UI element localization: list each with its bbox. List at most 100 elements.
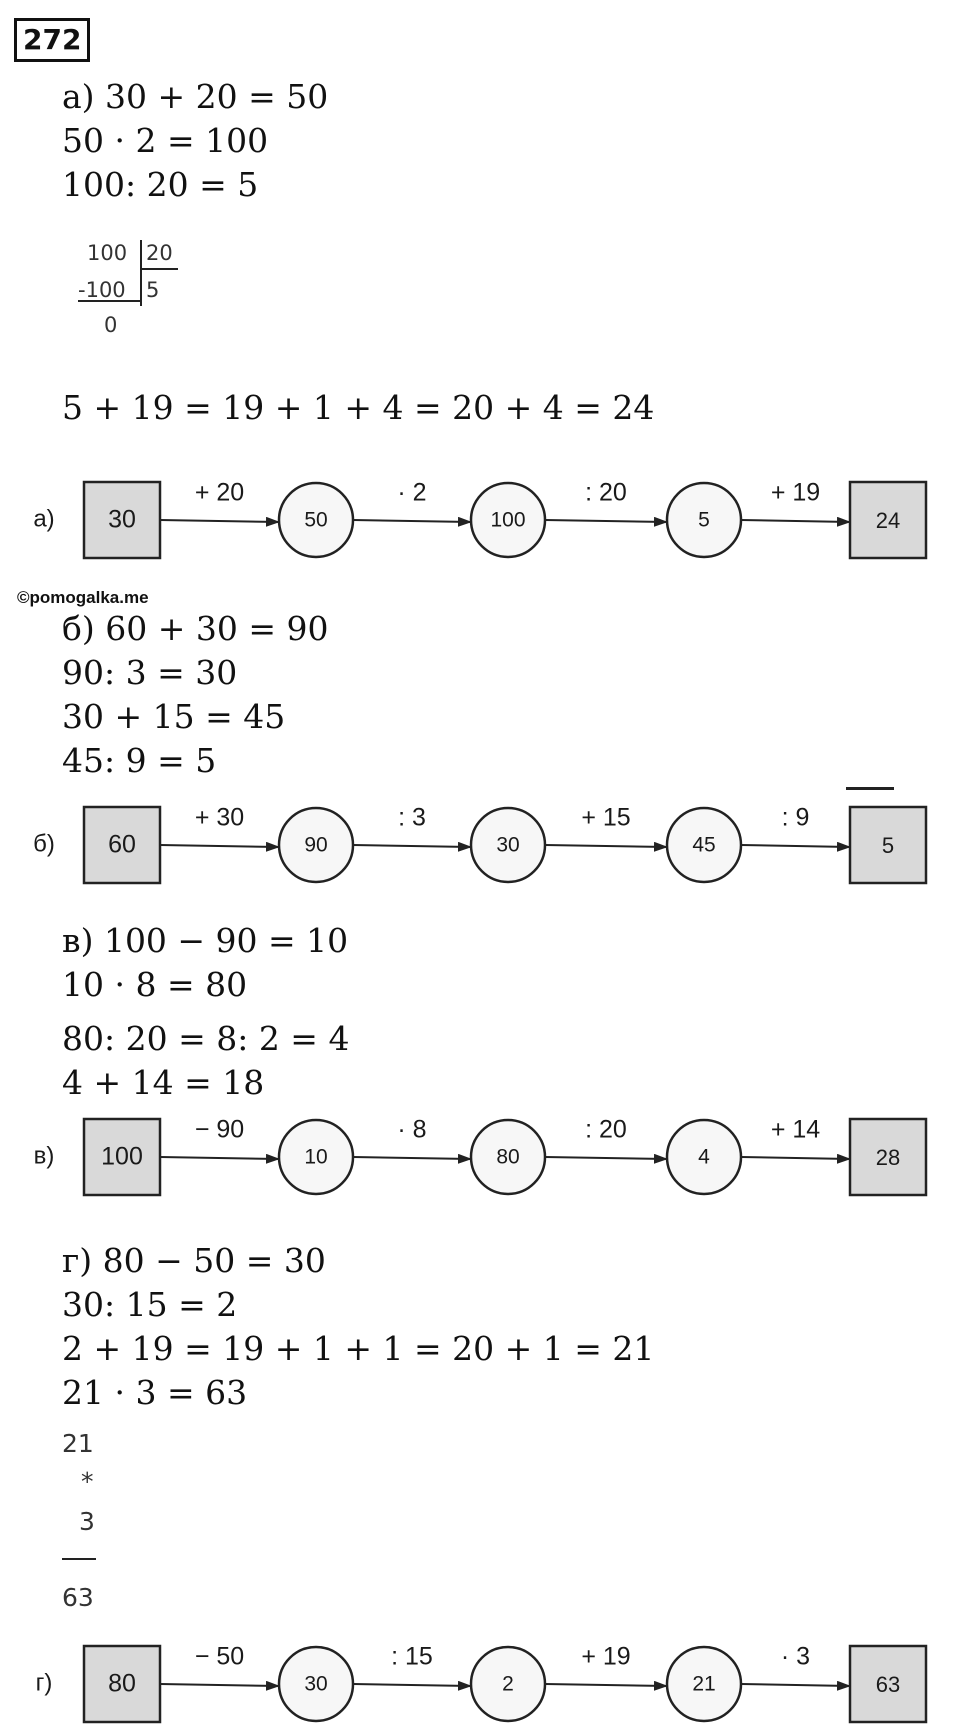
mult-bottom: 3 [79,1507,95,1536]
scan-artifact-line [846,787,894,790]
quotient: 5 [146,278,160,302]
start-box [82,1117,162,1197]
circle-node [665,481,743,559]
circle-value: 100 [490,509,525,532]
operation-label: : 15 [391,1643,433,1671]
operation-label: − 90 [195,1116,244,1144]
arrow [352,841,472,852]
circle-node [277,806,355,884]
circle-node [277,1118,355,1196]
start-value: 30 [108,506,136,534]
operation-label: · 3 [781,1643,810,1671]
operation-label: + 20 [195,479,244,507]
operation-label: + 14 [771,1116,820,1144]
end-box [848,1644,928,1724]
equation-line: 90: 3 = 30 [62,653,238,692]
mult-result: 63 [62,1583,94,1612]
circle-value: 4 [698,1146,710,1169]
arrow [544,841,668,852]
circle-value: 30 [496,834,519,857]
circle-node [665,1645,743,1723]
chain-svg: г) − 50 : 15 + 19 · 3 80 30 2 21 63 [36,1643,928,1724]
mult-top: 21 [62,1429,94,1458]
start-value: 80 [108,1670,136,1698]
equation-line: 100: 20 = 5 [62,165,259,204]
operation-label: : 20 [585,1116,627,1144]
arrow [740,1680,851,1691]
operation-label: − 50 [195,1643,244,1671]
end-box [848,480,928,560]
operation-label: : 20 [585,479,627,507]
division-vertical-line [140,240,142,306]
circle-node [469,1118,547,1196]
chain-diagram-g: г) − 50 : 15 + 19 · 3 80 30 2 21 63 [0,1632,960,1732]
arrow [159,1153,280,1164]
end-value: 63 [876,1672,900,1697]
arrow [740,516,851,527]
division-divisor-line [140,268,178,270]
end-box [848,805,928,885]
arrow [159,1680,280,1691]
operation-label: + 19 [581,1643,630,1671]
equation-line: 21 · 3 = 63 [62,1373,248,1412]
subtrahend: -100 [78,278,126,302]
chain-label: в) [34,1142,55,1169]
chain-label: б) [33,830,55,857]
equation-line: 10 · 8 = 80 [62,965,248,1004]
circle-value: 21 [692,1673,715,1696]
circle-node [277,481,355,559]
circle-node [665,1118,743,1196]
circle-value: 10 [304,1146,327,1169]
operation-label: · 2 [397,479,426,507]
end-value: 24 [876,508,900,533]
chain-label: г) [36,1669,53,1696]
circle-node [665,806,743,884]
circle-node [469,481,547,559]
chain-label: а) [33,505,54,532]
arrow [159,841,280,852]
circle-value: 2 [502,1673,514,1696]
operation-label: : 3 [398,804,426,832]
arrow [740,841,851,852]
dividend: 100 [87,241,128,265]
equation-line: 45: 9 = 5 [62,741,217,780]
arrow [159,516,280,527]
equation-line: 5 + 19 = 19 + 1 + 4 = 20 + 4 = 24 [62,388,655,427]
remainder: 0 [104,313,118,337]
mult-sign: * [81,1467,94,1496]
division-subtrahend-line [78,300,140,302]
equation-line: 30 + 15 = 45 [62,697,286,736]
equation-line: 50 · 2 = 100 [62,121,269,160]
end-value: 5 [882,833,894,858]
equation-line: г) 80 − 50 = 30 [62,1241,326,1280]
start-value: 100 [101,1143,143,1171]
arrow [544,516,668,527]
divisor: 20 [146,241,173,265]
arrow [740,1153,851,1164]
operation-label: · 8 [397,1116,426,1144]
operation-label: + 19 [771,479,820,507]
watermark: ©pomogalka.me [17,588,149,607]
circle-value: 30 [304,1673,327,1696]
arrow [544,1680,668,1691]
circle-value: 45 [692,834,715,857]
equation-line: 4 + 14 = 18 [62,1063,265,1102]
arrow [352,516,472,527]
start-box [82,805,162,885]
operation-label: + 15 [581,804,630,832]
start-box [82,480,162,560]
operation-label: + 30 [195,804,244,832]
arrow [352,1153,472,1164]
mult-line [62,1558,96,1560]
equation-line: а) 30 + 20 = 50 [62,77,329,116]
circle-node [277,1645,355,1723]
equation-line: 80: 20 = 8: 2 = 4 [62,1019,350,1058]
circle-value: 80 [496,1146,519,1169]
circle-value: 50 [304,509,327,532]
